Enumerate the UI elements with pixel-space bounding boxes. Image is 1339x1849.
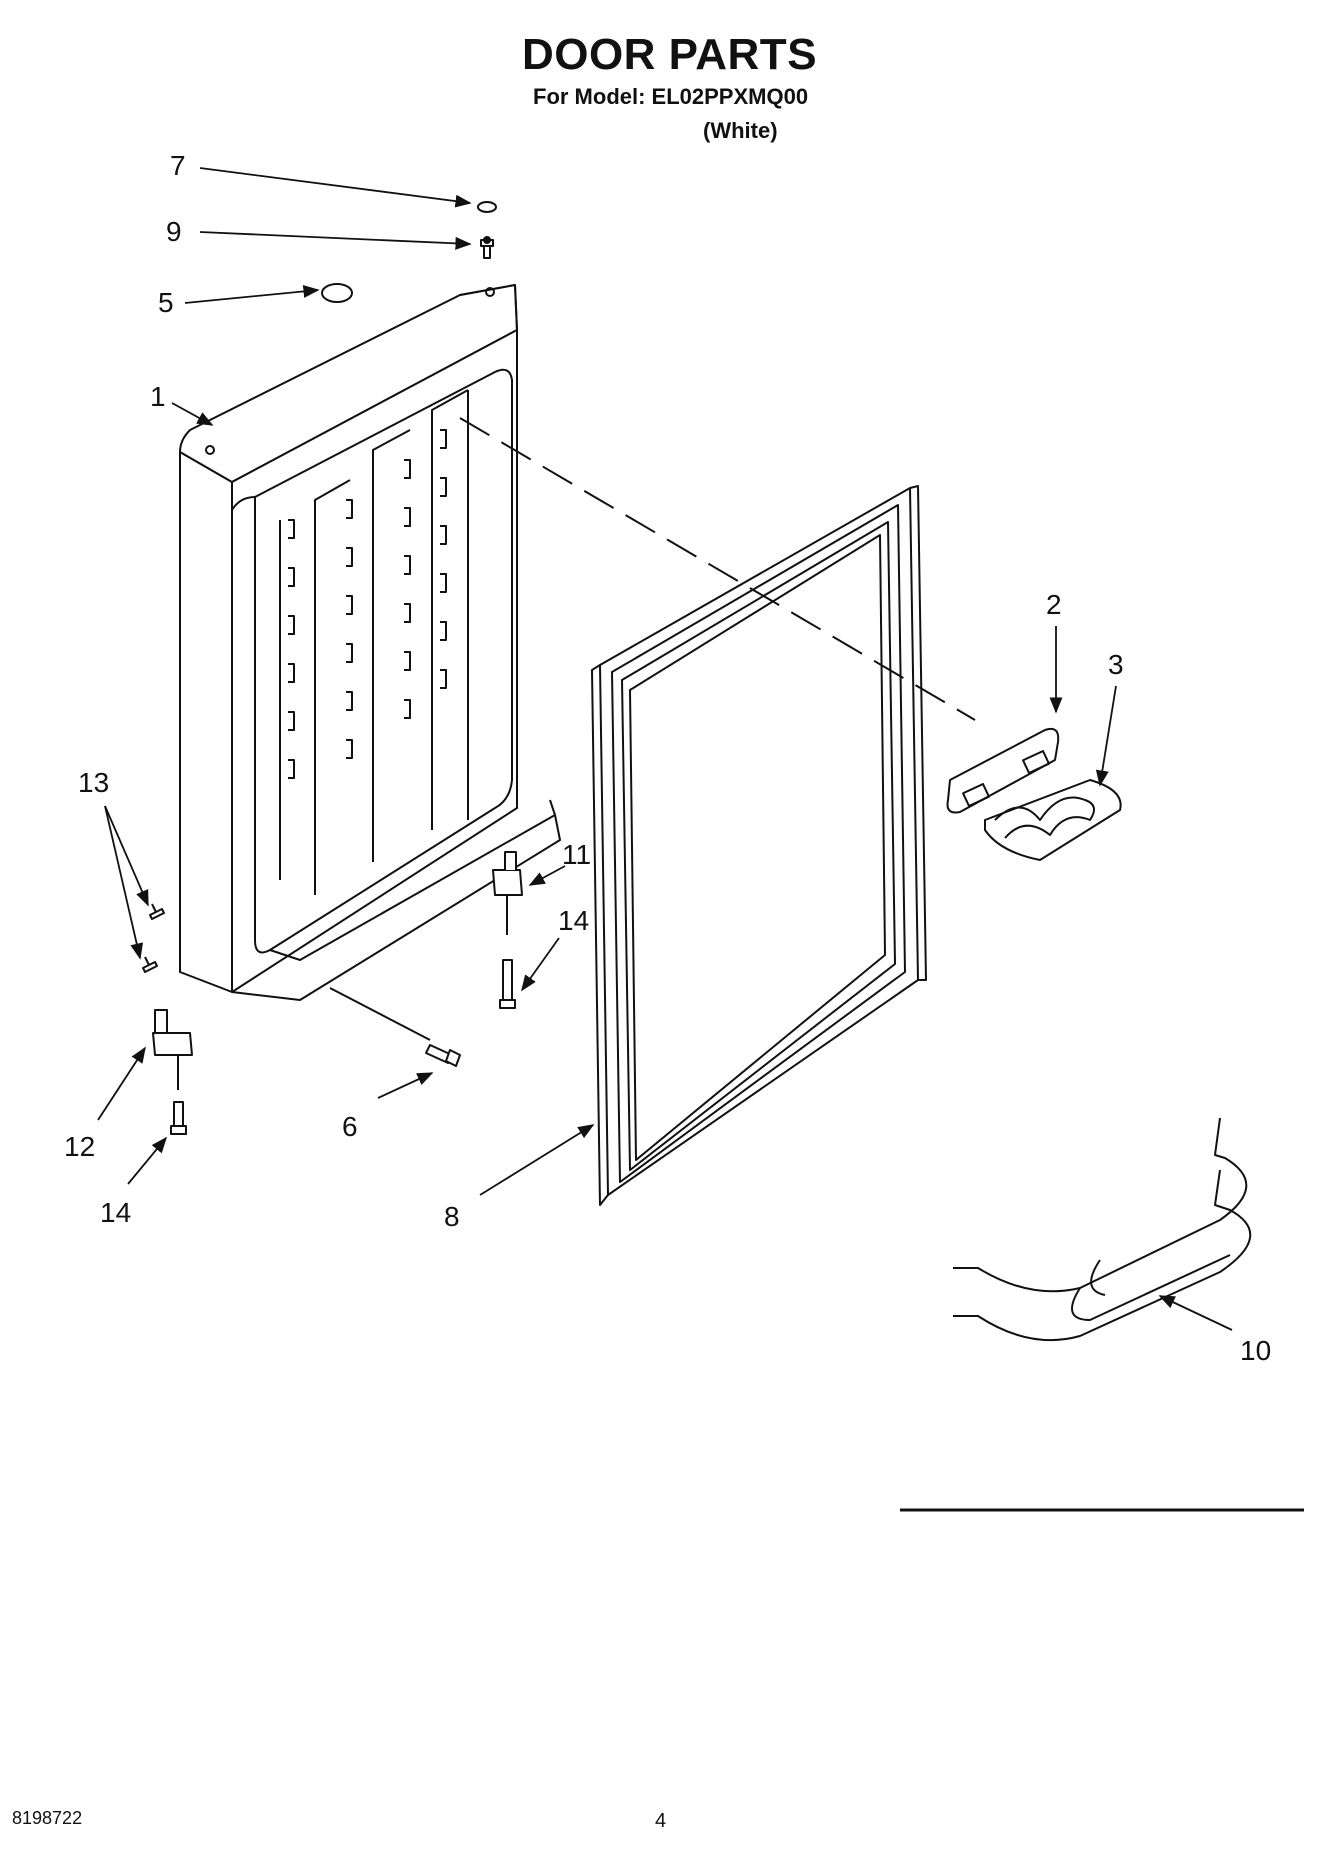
handle-mount-part bbox=[946, 727, 1060, 814]
alignment-dashed-line bbox=[459, 417, 976, 721]
color-variant-label: (White) bbox=[703, 118, 778, 143]
callout-12: 12 bbox=[64, 1131, 95, 1162]
upper-hinge-part bbox=[492, 851, 523, 935]
model-label: For Model: EL02PPXMQ00 bbox=[533, 84, 809, 109]
callout-11: 11 bbox=[562, 839, 591, 870]
door-handle-part bbox=[984, 779, 1122, 861]
top-screw-part bbox=[480, 236, 494, 259]
callout-14-upper: 14 bbox=[558, 905, 589, 936]
callout-3: 3 bbox=[1108, 649, 1124, 680]
plug-part bbox=[321, 283, 353, 303]
callout-14-lower: 14 bbox=[100, 1197, 131, 1228]
door-liner-part bbox=[179, 284, 561, 1001]
page-number: 4 bbox=[655, 1810, 667, 1832]
wire-spring-part bbox=[953, 1117, 1252, 1342]
door-gasket-part bbox=[591, 485, 927, 1206]
page-title: DOOR PARTS bbox=[521, 30, 818, 79]
callout-10: 10 bbox=[1240, 1335, 1271, 1366]
hinge-screw-part bbox=[499, 959, 516, 1009]
hinge-screw-part bbox=[170, 1101, 187, 1135]
callout-5: 5 bbox=[158, 287, 174, 318]
document-number: 8198722 bbox=[12, 1808, 83, 1828]
callout-2: 2 bbox=[1046, 589, 1062, 620]
lower-hinge-part bbox=[152, 1009, 193, 1090]
callout-7: 7 bbox=[170, 150, 186, 181]
callout-9: 9 bbox=[166, 216, 182, 247]
callout-13: 13 bbox=[78, 767, 109, 798]
callout-1: 1 bbox=[150, 381, 166, 412]
washer-part bbox=[477, 201, 497, 213]
callout-8: 8 bbox=[444, 1201, 460, 1232]
door-screws-part bbox=[142, 903, 165, 973]
hinge-bolt-part bbox=[425, 1044, 461, 1067]
callout-6: 6 bbox=[342, 1111, 358, 1142]
